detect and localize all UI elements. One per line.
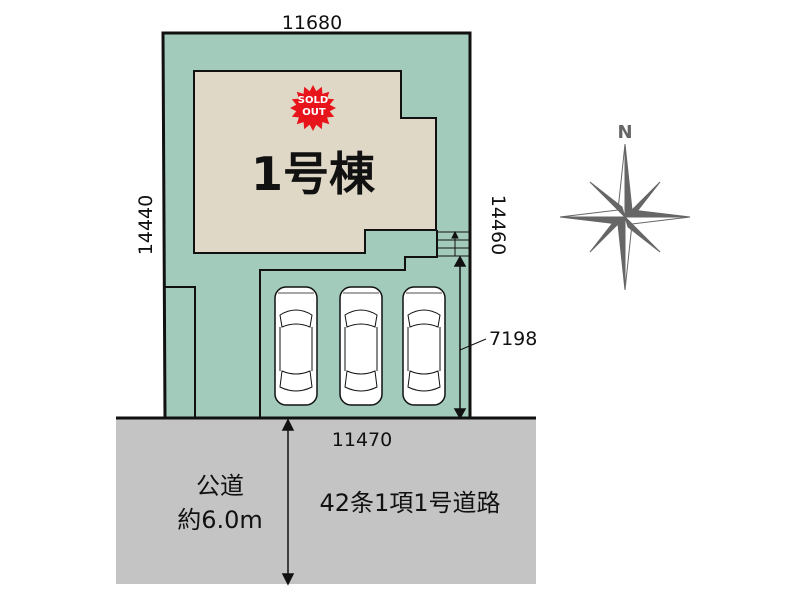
- road: [116, 418, 536, 585]
- side-yard-outline: [163, 286, 196, 418]
- sold-out-line1: SOLD: [298, 95, 328, 106]
- road-type: 公道: [196, 472, 244, 500]
- car-icon: [402, 286, 446, 406]
- compass-rose-icon: N: [559, 122, 691, 291]
- dimension-left: 14440: [135, 195, 157, 255]
- dimension-top: 11680: [282, 12, 342, 34]
- compass-north-label: N: [617, 122, 632, 143]
- car-icon: [339, 286, 383, 406]
- sold-out-badge: SOLD OUT: [290, 85, 336, 131]
- parking-area-outline: [259, 230, 438, 418]
- building-label: 1号棟: [251, 147, 376, 201]
- road-width: 約6.0m: [177, 506, 263, 534]
- dimension-right: 14460: [487, 195, 509, 255]
- car-icon: [274, 286, 318, 406]
- sold-out-line2: OUT: [302, 107, 326, 118]
- road-width-arrow: [281, 418, 295, 586]
- dimension-parking-depth: 7198: [489, 328, 537, 350]
- entry-steps: [437, 230, 470, 257]
- road-classification: 42条1項1号道路: [319, 489, 500, 517]
- dimension-frontage: 11470: [332, 429, 392, 451]
- parking-depth-arrow: [453, 255, 487, 420]
